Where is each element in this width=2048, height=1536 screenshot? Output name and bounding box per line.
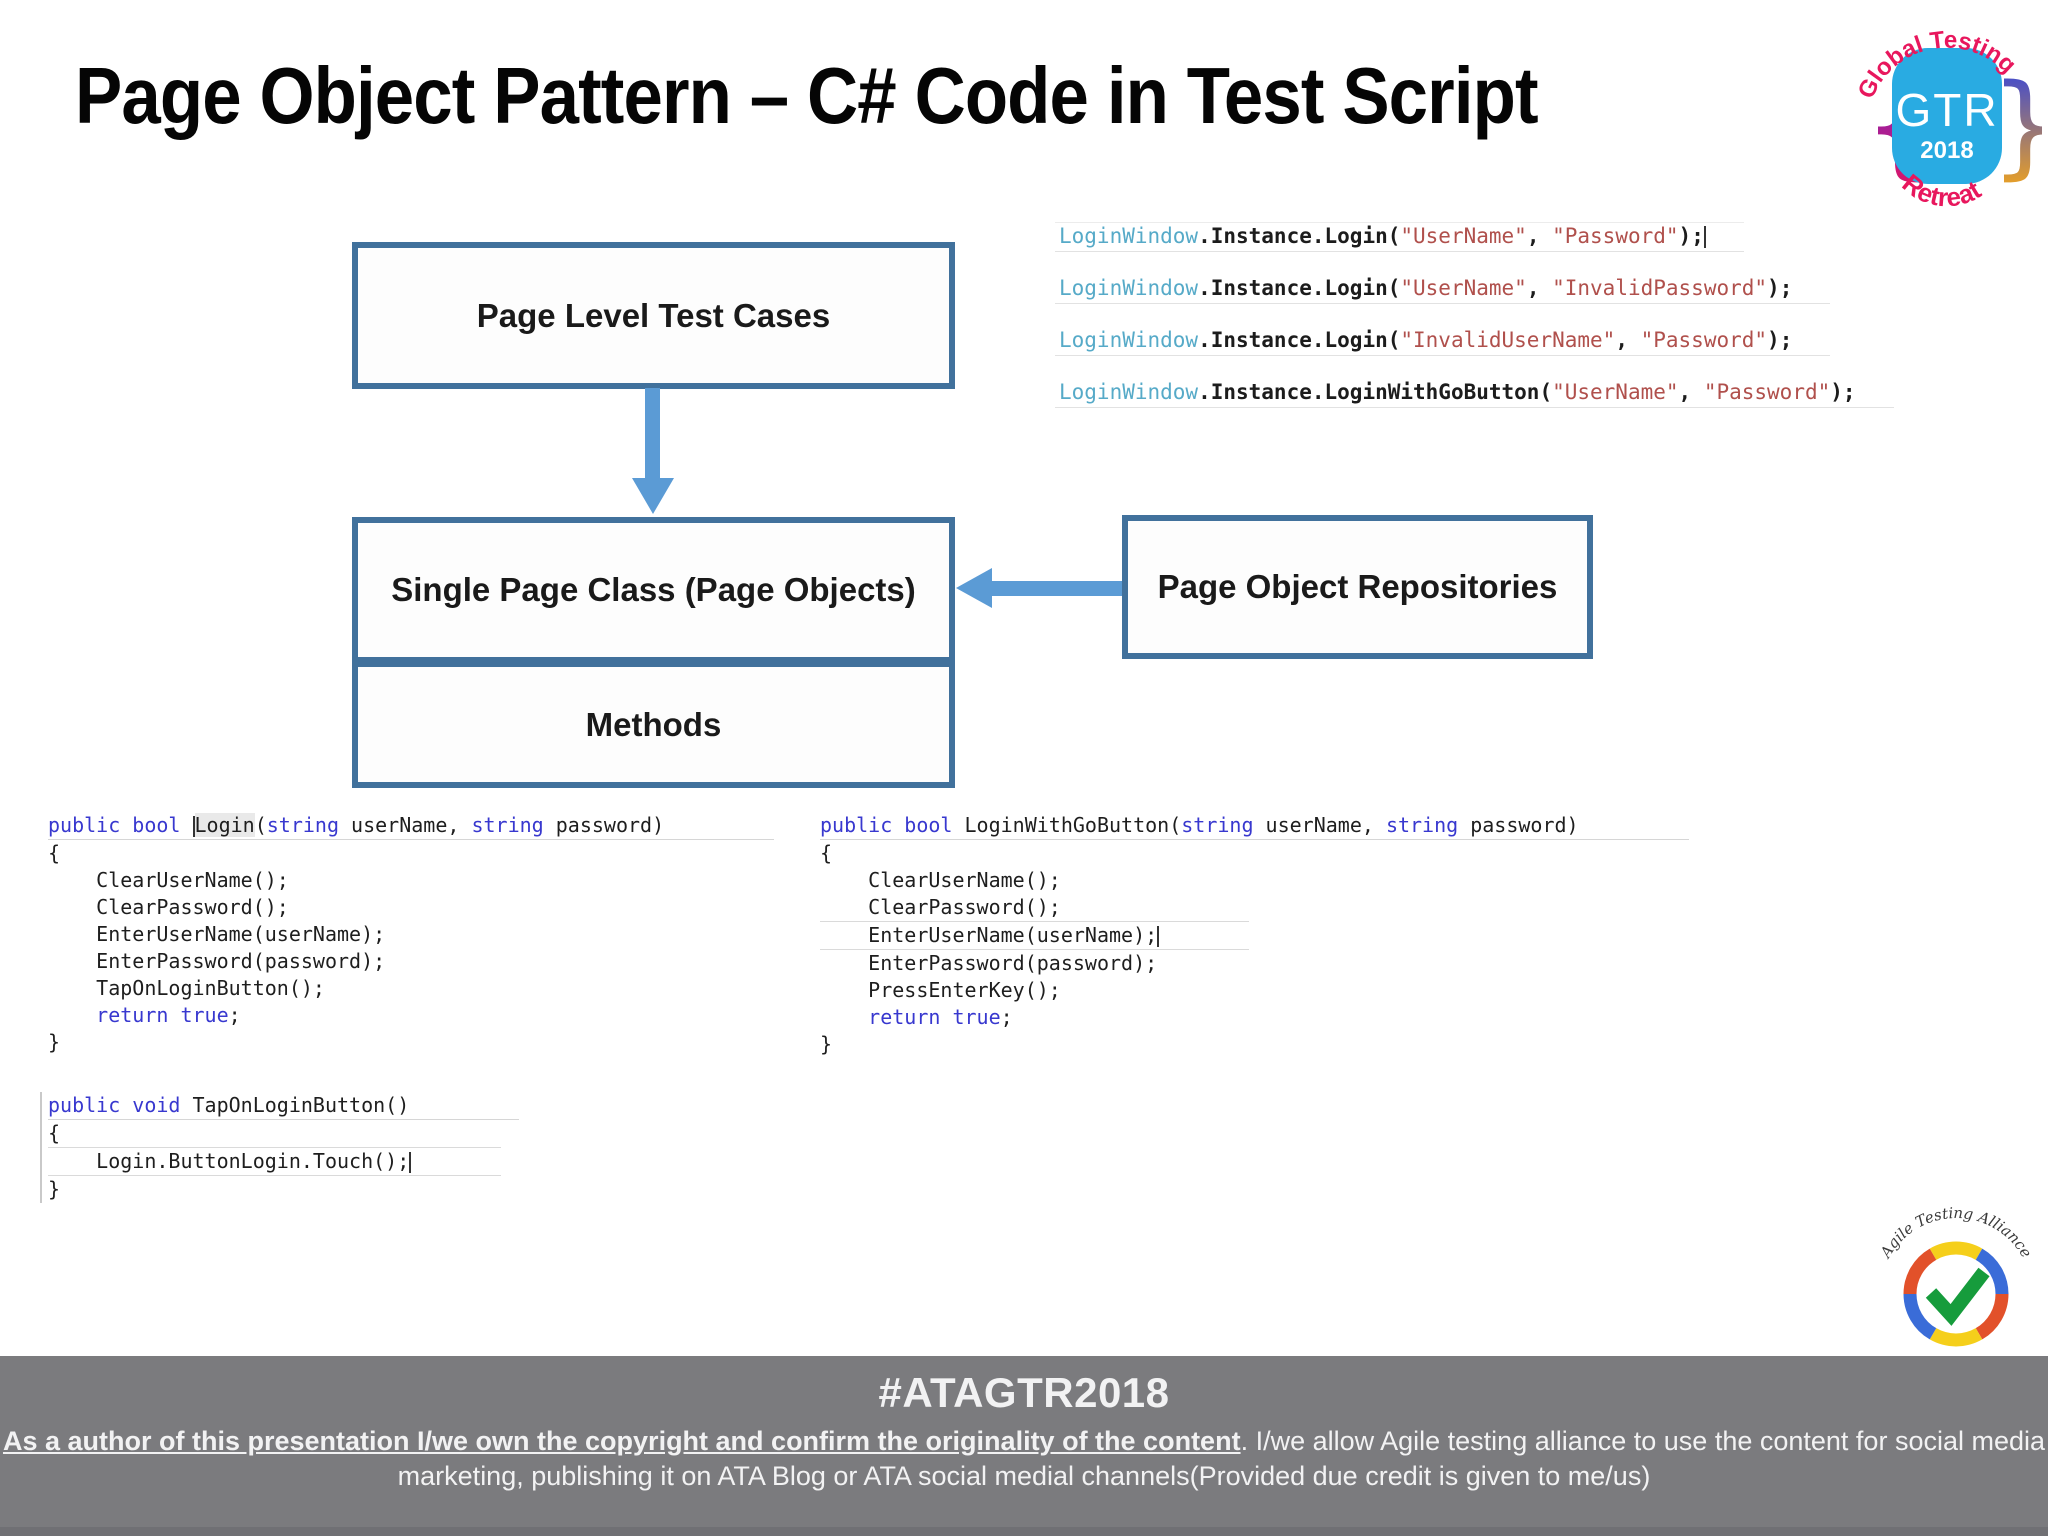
gtr-2018-logo: { } GTR 2018 Global Testing Retreat: [1853, 26, 2042, 212]
left-arrow-icon: [992, 581, 1122, 596]
box-page-object-repositories: Page Object Repositories: [1122, 515, 1593, 659]
ata-inner-circle: [1917, 1255, 1995, 1333]
code-line: {: [48, 1121, 61, 1145]
box-label: Single Page Class (Page Objects): [391, 571, 916, 608]
gtr-acronym: GTR: [1895, 84, 1998, 136]
code-line: EnterPassword(password);: [48, 949, 386, 973]
gtr-year: 2018: [1920, 137, 1973, 164]
box-label: Page Object Repositories: [1157, 568, 1558, 605]
agile-testing-alliance-logo: Agile Testing Alliance: [1876, 1204, 2036, 1347]
code-line: LoginWindow.Instance.Login("UserName", "…: [1055, 275, 1831, 304]
footer-copyright-rest: . I/we allow Agile testing alliance to u…: [1240, 1426, 2046, 1456]
login-method-code: public bool Login(string userName, strin…: [48, 812, 775, 1056]
box-label: Page Level Test Cases: [476, 296, 831, 334]
footer-copyright-line2: marketing, publishing it on ATA Blog or …: [397, 1461, 1651, 1491]
footer-copyright-bold: As a author of this presentation I/we ow…: [2, 1426, 1241, 1456]
footer-hashtag: #ATAGTR2018: [878, 1369, 1170, 1416]
code-line: }: [48, 1030, 61, 1054]
footer-bottom-edge: [0, 1527, 2048, 1536]
code-line: EnterPassword(password);: [820, 951, 1158, 975]
down-arrow-icon: [645, 388, 660, 480]
code-line: public bool Login(string userName, strin…: [48, 812, 775, 840]
code-line: LoginWindow.Instance.Login("UserName", "…: [1055, 222, 1744, 252]
check-icon: [1925, 1267, 1990, 1326]
code-line: ClearPassword();: [820, 895, 1061, 919]
box-page-level-test-cases: Page Level Test Cases: [352, 242, 955, 389]
box-methods: Methods: [352, 661, 955, 788]
code-line: public void TapOnLoginButton(): [48, 1092, 520, 1120]
slide-title: Page Object Pattern – C# Code in Test Sc…: [75, 51, 1539, 140]
box-single-page-class: Single Page Class (Page Objects): [352, 517, 955, 663]
code-line: ClearPassword();: [48, 895, 289, 919]
code-line: {: [820, 841, 833, 865]
login-with-go-button-code: public bool LoginWithGoButton(string use…: [820, 812, 1689, 1058]
code-line: EnterUserName(userName);: [48, 922, 386, 946]
test-script-code: LoginWindow.Instance.Login("UserName", "…: [1055, 222, 1894, 431]
code-line: public bool LoginWithGoButton(string use…: [820, 812, 1689, 840]
left-arrow-head-icon: [956, 568, 992, 608]
code-line: TapOnLoginButton();: [48, 976, 325, 1000]
code-line: ClearUserName();: [48, 868, 289, 892]
code-line: PressEnterKey();: [820, 978, 1061, 1002]
code-line: EnterUserName(userName);: [820, 921, 1250, 950]
ata-ring: [1903, 1241, 2009, 1347]
footer-bar: #ATAGTR2018 As a author of this presenta…: [0, 1356, 2048, 1536]
code-line: LoginWindow.Instance.Login("InvalidUserN…: [1055, 327, 1831, 356]
code-line: return true;: [96, 1003, 241, 1027]
code-line: {: [48, 841, 61, 865]
footer-copyright-line1: As a author of this presentation I/we ow…: [0, 1424, 2048, 1459]
logo-shield: [1892, 48, 2002, 184]
code-line: ClearUserName();: [820, 868, 1061, 892]
code-line: LoginWindow.Instance.LoginWithGoButton("…: [1055, 379, 1894, 408]
code-line: }: [48, 1177, 61, 1201]
code-line: }: [820, 1032, 833, 1056]
down-arrow-head-icon: [632, 478, 674, 514]
code-line: Login.ButtonLogin.Touch();: [48, 1147, 502, 1176]
code-line: return true;: [868, 1005, 1013, 1029]
box-label: Methods: [585, 705, 722, 743]
tap-on-login-button-code: public void TapOnLoginButton(){ Login.Bu…: [40, 1092, 520, 1203]
